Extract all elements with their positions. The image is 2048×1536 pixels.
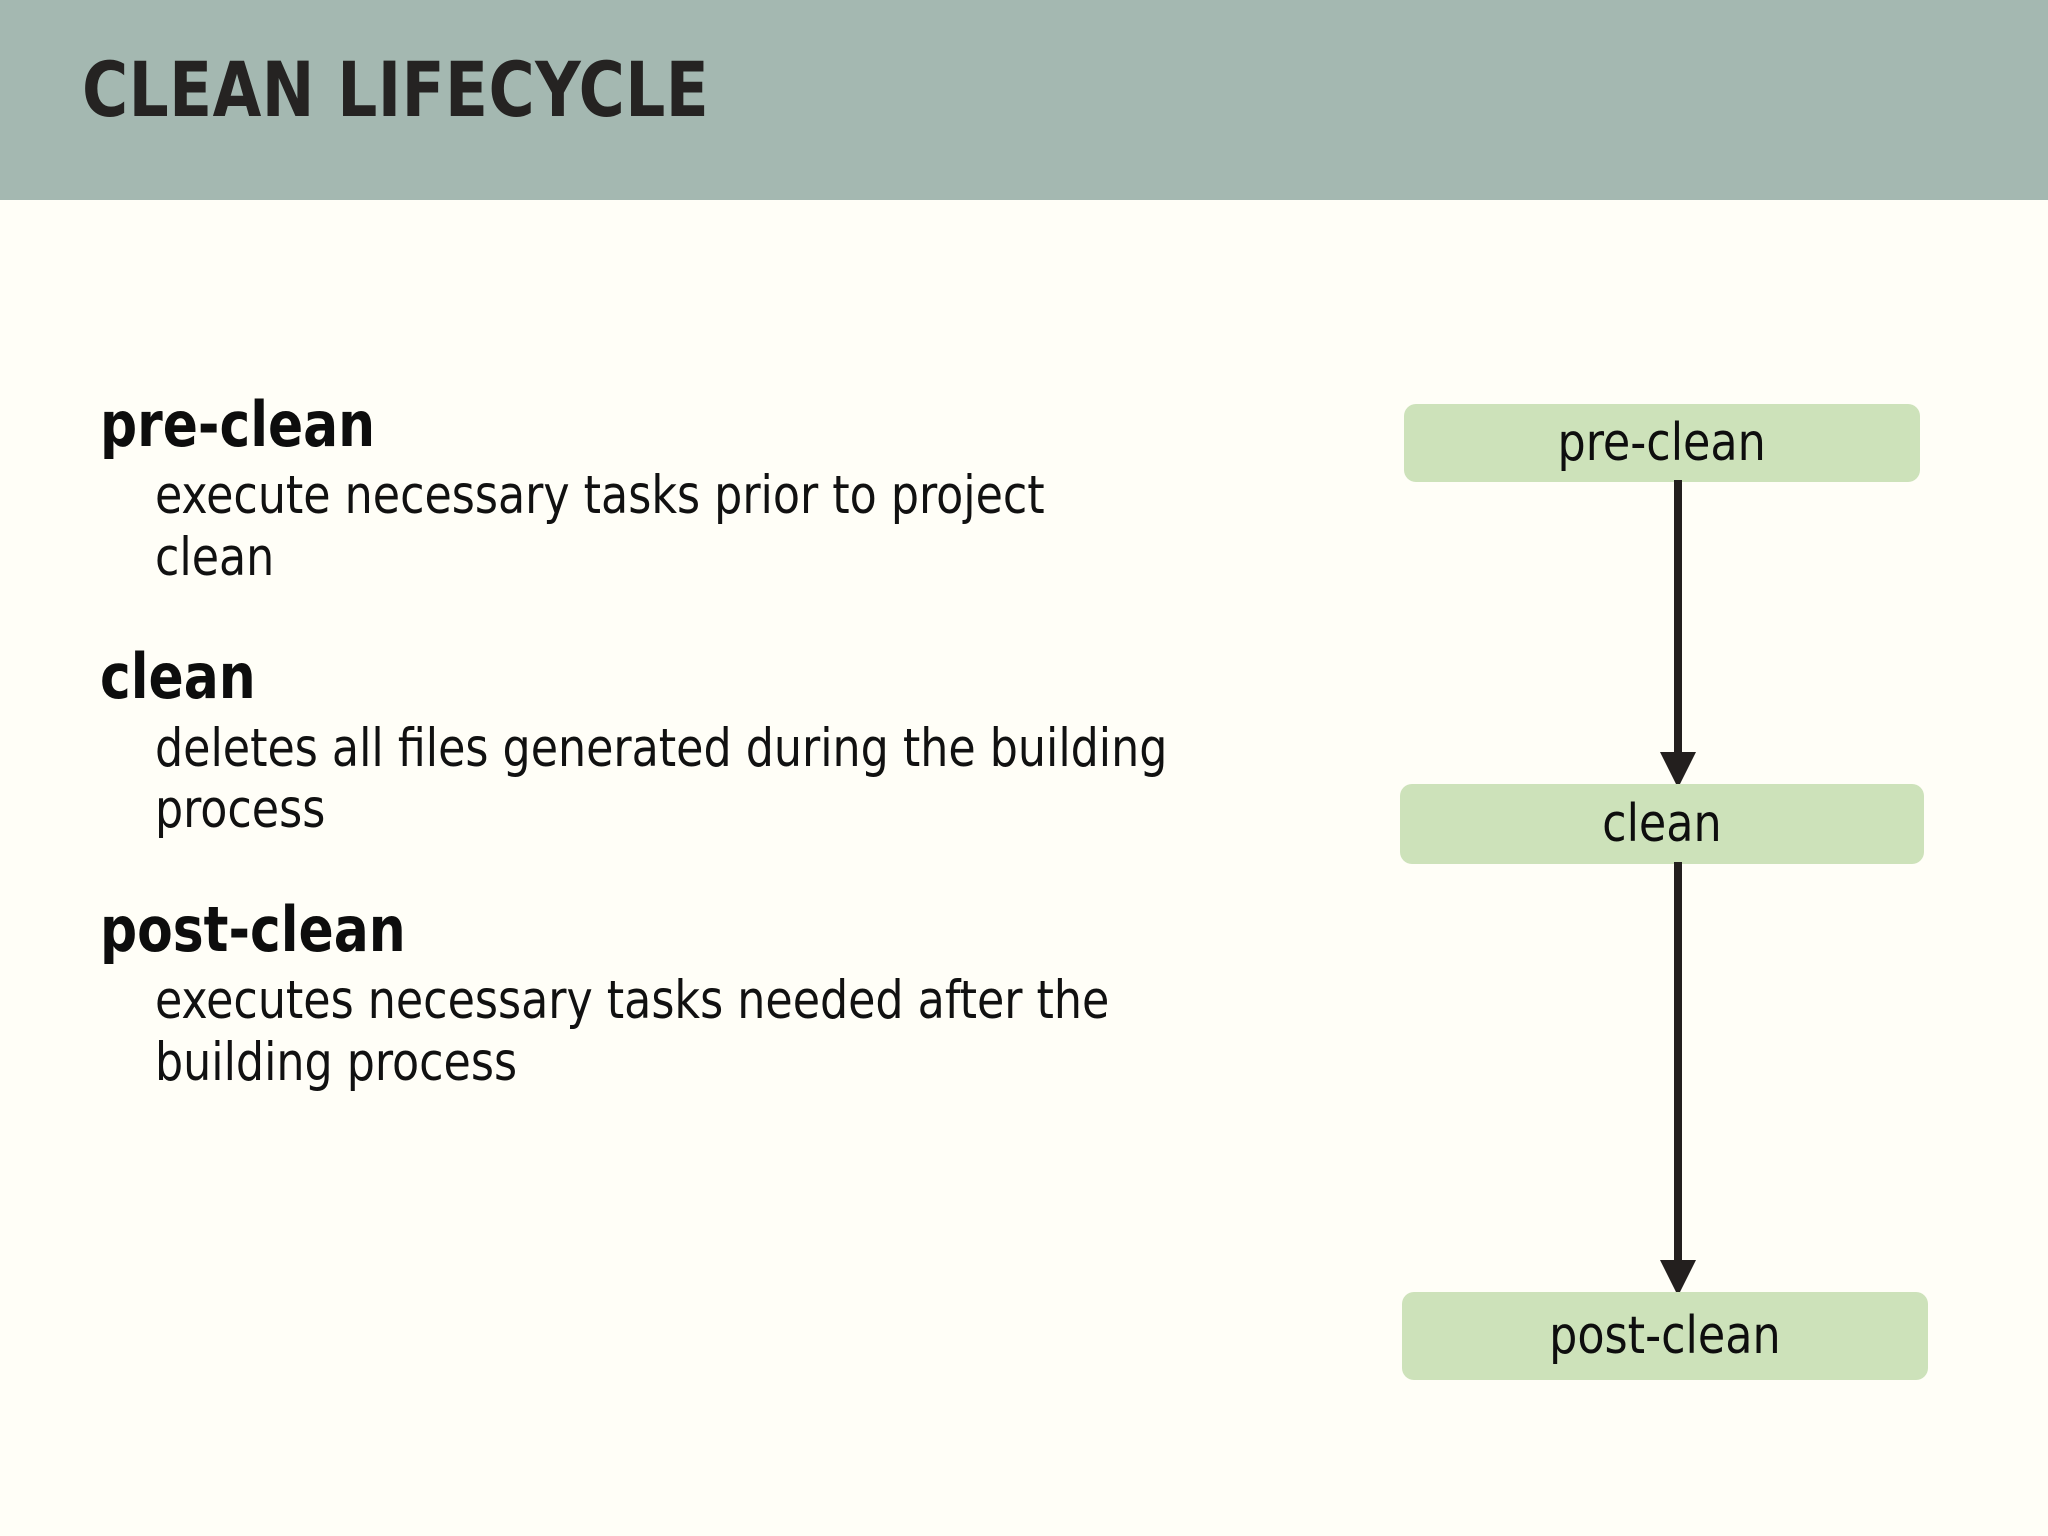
list-item: post-clean executes necessary tasks need… (100, 892, 1290, 1093)
flow-node-label: post-clean (1549, 1306, 1781, 1366)
flow-arrow-clean-to-post-clean (1658, 862, 1698, 1296)
clean-lifecycle-flowchart: pre-clean clean post-clean (1400, 350, 1940, 1380)
list-item: clean deletes all files generated during… (100, 642, 1290, 840)
slide-body: pre-clean execute necessary tasks prior … (0, 200, 2048, 1536)
header-bar: CLEAN LIFECYCLE (0, 0, 2048, 200)
lifecycle-description-clean: deletes all files generated during the b… (155, 717, 1168, 841)
lifecycle-term-clean: clean (100, 640, 256, 714)
page-title: CLEAN LIFECYCLE (82, 45, 710, 134)
flow-arrow-pre-clean-to-clean (1658, 480, 1698, 788)
lifecycle-term-pre-clean: pre-clean (100, 388, 376, 461)
flow-node-label: pre-clean (1557, 413, 1767, 473)
list-item: pre-clean execute necessary tasks prior … (100, 390, 1290, 588)
flow-node-clean: clean (1400, 784, 1924, 864)
lifecycle-description-pre-clean: execute necessary tasks prior to project… (155, 465, 1045, 588)
lifecycle-description-post-clean: executes necessary tasks needed after th… (155, 970, 1110, 1093)
lifecycle-description-list: pre-clean execute necessary tasks prior … (100, 390, 1290, 1093)
flow-node-pre-clean: pre-clean (1404, 404, 1920, 482)
flow-node-post-clean: post-clean (1402, 1292, 1928, 1380)
flow-node-label: clean (1602, 794, 1722, 854)
lifecycle-term-post-clean: post-clean (100, 892, 406, 966)
